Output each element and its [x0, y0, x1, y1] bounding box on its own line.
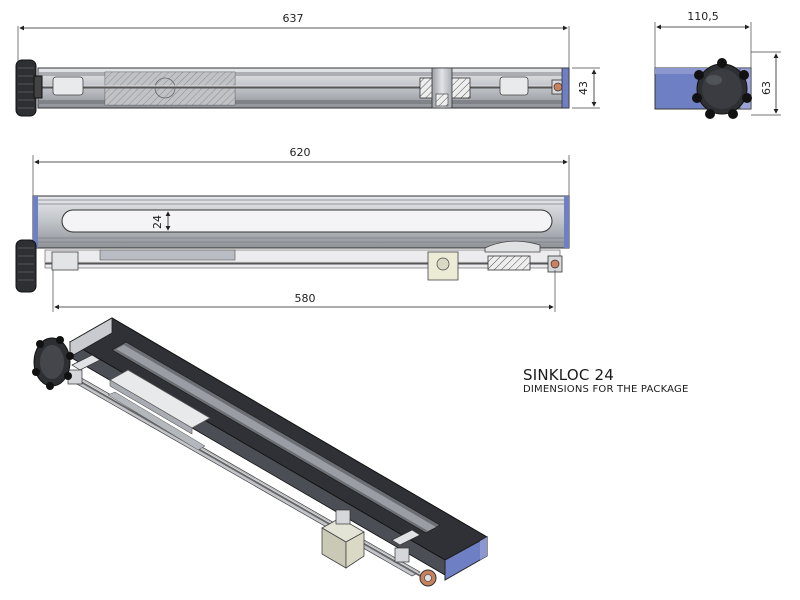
- product-title: SINKLOC 24: [523, 366, 614, 384]
- product-subtitle: DIMENSIONS FOR THE PACKAGE: [523, 384, 689, 395]
- front-view: 620 24: [15, 146, 570, 312]
- dimension-580: 580: [295, 292, 316, 305]
- top-view: 637 43: [15, 12, 600, 117]
- dimension-620: 620: [290, 146, 311, 159]
- dimension-110-5: 110,5: [687, 10, 719, 23]
- isometric-view: [32, 317, 489, 587]
- dimension-24: 24: [151, 215, 164, 229]
- dimension-63: 63: [760, 81, 773, 95]
- dimension-43: 43: [577, 81, 590, 95]
- dimension-637: 637: [283, 12, 304, 25]
- end-view: 110,5 63: [654, 10, 781, 119]
